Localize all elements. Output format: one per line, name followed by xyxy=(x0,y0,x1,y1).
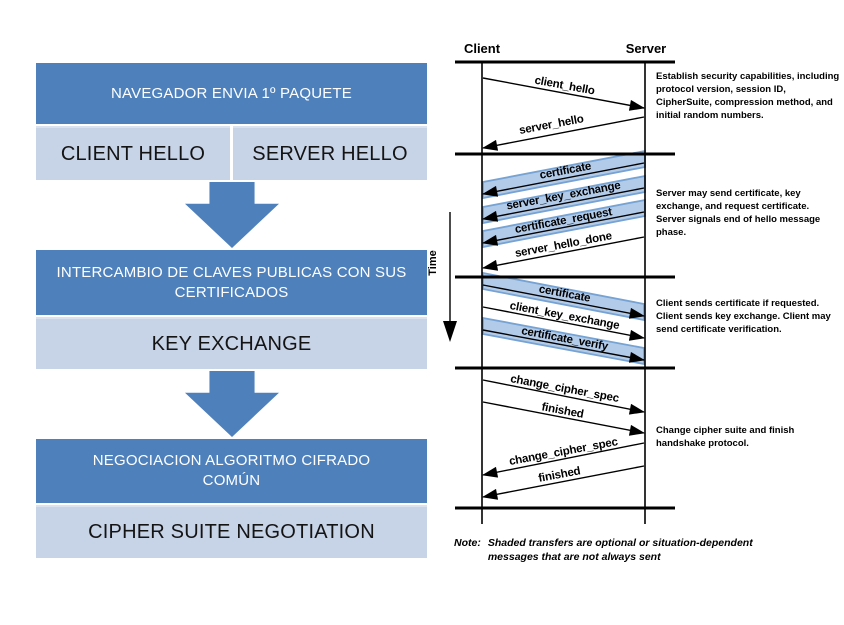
message-arrow xyxy=(481,236,645,271)
message-label: client_hello xyxy=(534,75,596,98)
server-actor-label: Server xyxy=(626,41,666,56)
message-arrow xyxy=(481,116,645,151)
time-arrowhead-icon xyxy=(443,321,457,342)
flow-cell-server-hello: SERVER HELLO xyxy=(233,126,427,180)
footnote-text: Shaded transfers are optional or situati… xyxy=(487,537,753,563)
message-arrow xyxy=(482,329,646,363)
flow-step3-cells: CIPHER SUITE NEGOTIATION xyxy=(36,505,427,558)
phase4-note: Change cipher suite and finish handshake… xyxy=(656,425,795,449)
message-arrow xyxy=(482,379,646,415)
flow-cell-key-exchange: KEY EXCHANGE xyxy=(36,317,427,369)
flow-step1-header: NAVEGADOR ENVIA 1º PAQUETE xyxy=(36,63,427,124)
phase2-note: Server may send certificate, key exchang… xyxy=(656,188,821,238)
time-axis-label: Time xyxy=(427,250,439,275)
flow-step3-header: NEGOCIACION ALGORITMO CIFRADO COMÚN xyxy=(36,439,427,503)
message-arrow xyxy=(481,162,645,197)
message-arrow xyxy=(481,465,645,500)
phase1-note: Establish security capabilities, includi… xyxy=(656,71,840,121)
flow-step1-cells: CLIENT HELLO SERVER HELLO xyxy=(36,126,427,180)
message-label: server_hello xyxy=(518,113,585,137)
footnote: Note: Shaded transfers are optional or s… xyxy=(454,536,756,564)
message-arrow xyxy=(482,77,646,111)
message-arrow xyxy=(481,187,645,222)
message-arrow xyxy=(482,284,646,319)
flow-step2-cells: KEY EXCHANGE xyxy=(36,317,427,369)
message-arrow xyxy=(481,211,645,246)
message-arrow xyxy=(482,306,646,341)
message-label: change_cipher_spec xyxy=(508,436,619,468)
flow-cell-cipher-suite-negotiation: CIPHER SUITE NEGOTIATION xyxy=(36,505,427,558)
message-arrow xyxy=(481,442,645,478)
client-actor-label: Client xyxy=(464,41,501,56)
footnote-prefix: Note: xyxy=(454,537,481,549)
flow-cell-client-hello: CLIENT HELLO xyxy=(36,126,230,180)
phase3-note: Client sends certificate if requested. C… xyxy=(656,298,831,335)
message-arrow xyxy=(482,401,646,436)
flow-step2-header: INTERCAMBIO DE CLAVES PUBLICAS CON SUS C… xyxy=(36,250,427,315)
time-axis: Time xyxy=(427,212,457,342)
